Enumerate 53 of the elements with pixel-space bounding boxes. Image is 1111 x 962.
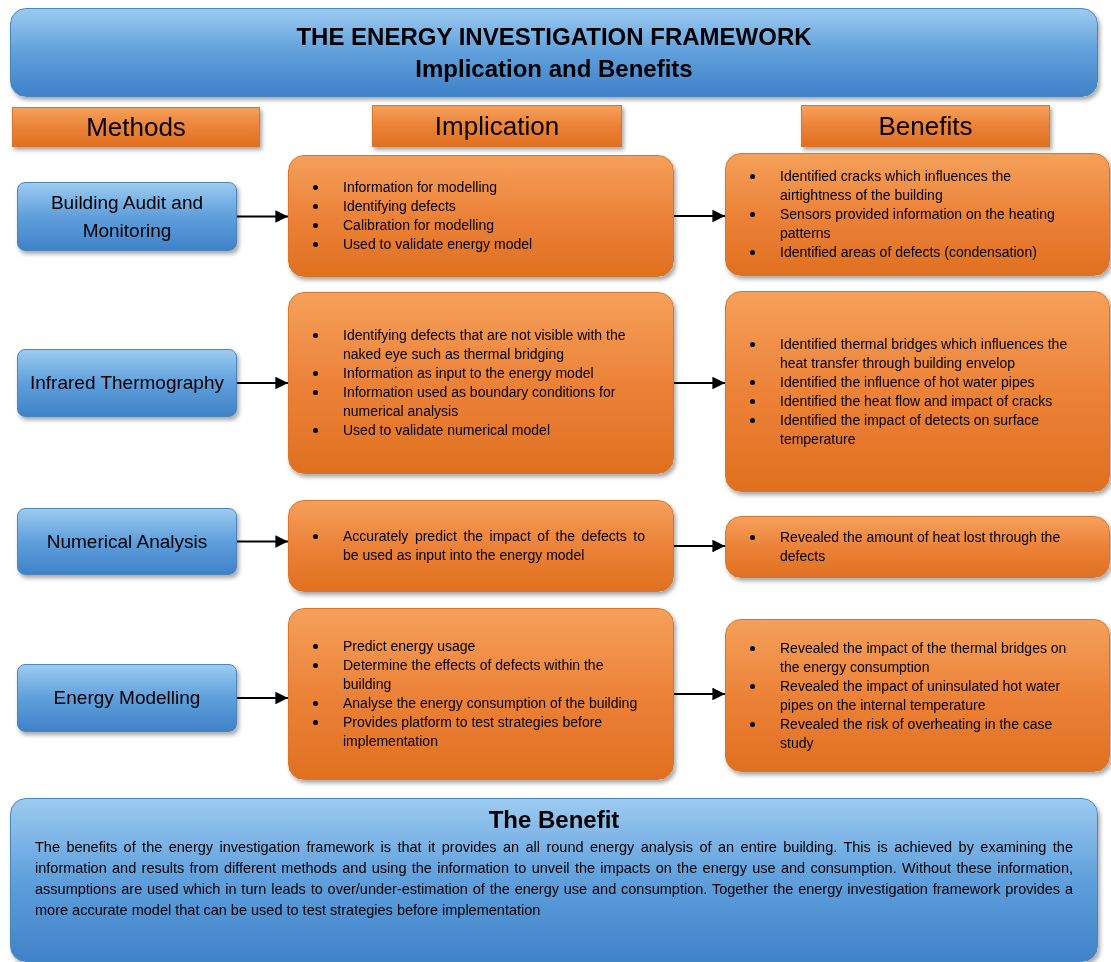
summary-heading: The Benefit [488,805,620,835]
column-header: Benefits [801,105,1050,147]
bullet-text: Identified thermal bridges which influences the heat transfer through building envelop [780,334,1069,373]
bullet-list-box [725,619,1110,772]
bullet-text: Analyse the energy consumption of the building [343,694,638,713]
subtitle-text: Implication and Benefits [415,53,693,84]
bullet-list-box [288,155,674,277]
bullet-text: Identified the influence of hot water pipes [780,372,1035,392]
bullet-text: Accurately predict the impact of the defects to be used as input into the energy model [343,527,645,565]
method-box: Numerical Analysis [17,508,237,575]
bullet-text: Identified the heat flow and impact of cracks [780,391,1053,411]
method-box: Building Audit and Monitoring [17,182,237,251]
bullet-list-box [725,291,1110,492]
arrow [673,539,726,553]
bullet-text: Information for modelling [343,178,498,197]
bullet-text: Calibration for modelling [343,216,494,235]
summary-panel [10,798,1098,962]
bullet-text: Identifying defects that are not visible with the naked eye such as thermal bridging [343,326,627,364]
title-text: THE ENERGY INVESTIGATION FRAMEWORK [296,21,812,52]
arrow [236,535,289,548]
bullet-list-box [725,153,1110,276]
bullet-text: Information as input to the energy model [343,364,594,383]
bullet-text: Used to validate energy model [343,235,533,254]
arrow [673,376,726,390]
bullet-text: Identifying defects [343,197,456,216]
column-header: Methods [12,107,260,147]
bullet-list-box [288,500,674,592]
bullet-text: Sensors provided information on the heating patterns [780,205,1056,243]
bullet-text: Revealed the amount of heat lost through the defects [780,528,1062,566]
bullet-text: Revealed the impact of uninsulated hot water pipes on the internal temperature [780,676,1062,715]
bullet-list-box [725,516,1110,578]
arrow [236,691,289,705]
bullet-text: Provides platform to test strategies before implementation [343,713,604,751]
bullet-list-box [288,608,674,780]
method-box: Energy Modelling [17,664,237,732]
arrow [236,376,289,390]
title-banner [10,8,1098,97]
bullet-text: Revealed the risk of overheating in the case study [780,714,1054,753]
bullet-text: Determine the effects of defects within the building [343,656,605,694]
arrow [673,209,726,223]
method-box: Infrared Thermography [17,349,237,417]
bullet-text: Used to validate numerical model [343,421,550,440]
bullet-text: Identified the impact of detects on surface temperature [780,410,1041,449]
summary-paragraph: The benefits of the energy investigation framework is that it provides an all round energy analysis of an entire building. This is achieved by examining the information and results from different methods and using the information to unveil the impacts on the energy use and consumption. Without these information, assumptions are used which in turn leads to over/under-estimation of the energy use and consumption. Together the energy investigation framework provides a more accurate model that can be used to test strategies before implementation [35,838,1073,920]
bullet-text: Information used as boundary conditions for numerical analysis [343,383,617,421]
arrow [236,210,289,223]
bullet-text: Identified cracks which influences the airtightness of the building [780,167,1013,205]
arrow [673,687,726,701]
bullet-text: Identified areas of defects (condensation) [780,243,1037,262]
column-header: Implication [372,105,622,147]
bullet-text: Revealed the impact of the thermal bridges on the energy consumption [780,638,1068,677]
bullet-list-box [288,292,674,474]
bullet-text: Predict energy usage [343,637,476,656]
